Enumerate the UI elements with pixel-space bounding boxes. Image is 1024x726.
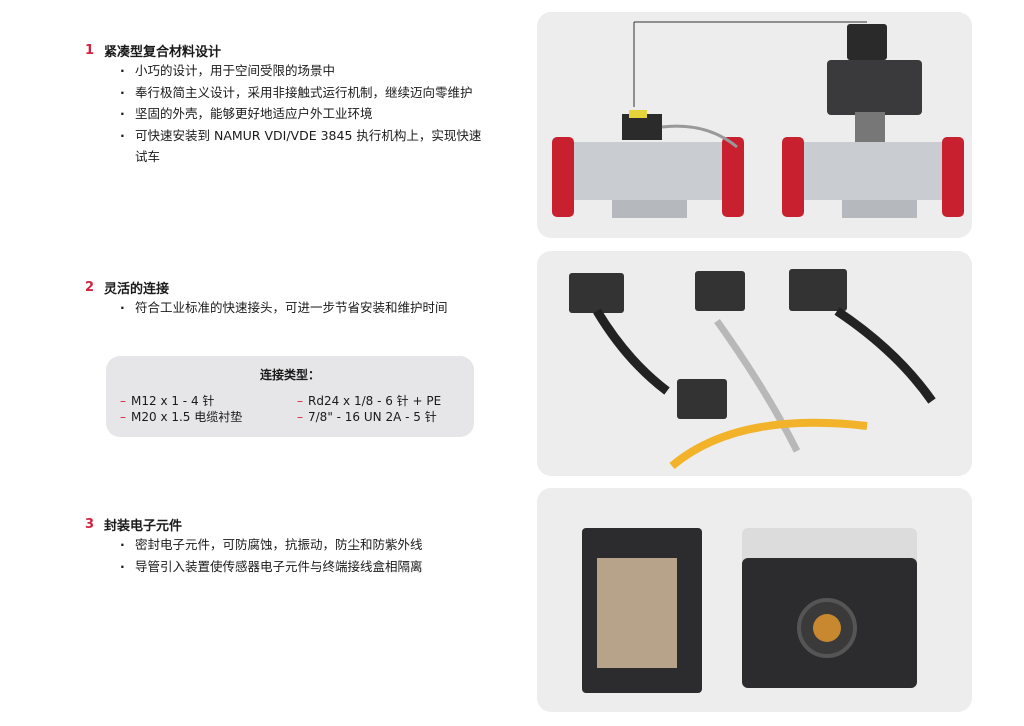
connectors-image: [537, 251, 972, 476]
section-number: 1: [85, 42, 95, 58]
section-title: 灵活的连接: [104, 281, 170, 297]
section-number: 2: [85, 279, 95, 295]
bullet-item: 可快速安装到 NAMUR VDI/VDE 3845 执行机构上，实现快速试车: [120, 125, 485, 168]
connection-type: M20 x 1.5 电缆衬垫: [131, 410, 243, 424]
actuator-right: [782, 24, 964, 218]
bullet-item: 符合工业标准的快速接头，可进一步节省安装和维护时间: [120, 297, 505, 319]
connection-type: 7/8" - 16 UN 2A - 5 针: [308, 410, 437, 424]
bullet-item: 密封电子元件，可防腐蚀，抗振动，防尘和防紫外线: [120, 534, 505, 556]
section-number: 3: [85, 516, 95, 532]
bullet-item: 导管引入装置使传感器电子元件与终端接线盒相隔离: [120, 556, 505, 578]
section-flexible-connection: 2 灵活的连接 符合工业标准的快速接头，可进一步节省安装和维护时间: [85, 277, 505, 319]
section-compact-design: 1 紧凑型复合材料设计 小巧的设计，用于空间受限的场景中 奉行极简主义设计，采用非…: [85, 40, 505, 168]
section-encapsulated-electronics: 3 封装电子元件 密封电子元件，可防腐蚀，抗振动，防尘和防紫外线 导管引入装置使传…: [85, 514, 505, 577]
bullet-item: 坚固的外壳，能够更好地适应户外工业环境: [120, 103, 505, 125]
connection-types-box: 连接类型： –M12 x 1 - 4 针 –M20 x 1.5 电缆衬垫 –Rd…: [106, 356, 474, 437]
bullet-item: 小巧的设计，用于空间受限的场景中: [120, 60, 505, 82]
connection-type: Rd24 x 1/8 - 6 针 + PE: [308, 394, 442, 408]
actuator-comparison-image: [537, 12, 972, 238]
section-title: 封装电子元件: [104, 518, 183, 534]
encapsulated-electronics-image: [537, 488, 972, 712]
bullet-item: 奉行极简主义设计，采用非接触式运行机制，继续迈向零维护: [120, 82, 475, 104]
section-title: 紧凑型复合材料设计: [104, 44, 222, 60]
connection-types-title: 连接类型：: [259, 368, 320, 382]
actuator-left: [552, 110, 744, 218]
connection-type: M12 x 1 - 4 针: [131, 394, 215, 408]
